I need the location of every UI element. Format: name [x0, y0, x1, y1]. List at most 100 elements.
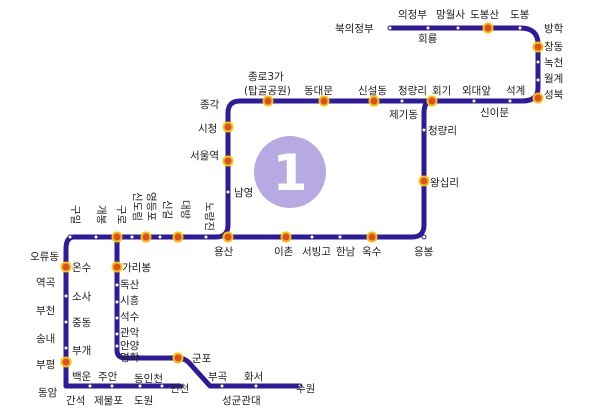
station-dot[interactable] — [114, 282, 120, 288]
station-dot[interactable] — [63, 345, 69, 351]
station-dot[interactable] — [399, 98, 405, 104]
station-label: 회기 — [432, 85, 451, 97]
station-label: 구일 — [69, 205, 82, 224]
station-dot[interactable] — [387, 25, 393, 31]
station-label: 부평 — [36, 359, 55, 371]
station-label: 청량리 — [428, 125, 457, 137]
station-dot[interactable] — [337, 234, 343, 240]
station-label: 온수 — [72, 262, 92, 274]
transfer-station[interactable] — [172, 352, 184, 364]
station-dot[interactable] — [253, 383, 259, 389]
station-dot[interactable] — [421, 127, 427, 133]
station-dot[interactable] — [425, 25, 431, 31]
station-label: 제물포 — [94, 395, 123, 407]
transfer-station[interactable] — [222, 231, 234, 243]
station-label: 대방 — [179, 200, 191, 220]
transfer-station[interactable] — [262, 95, 274, 107]
station-label: 노량진 — [203, 202, 215, 231]
transfer-station[interactable] — [111, 231, 123, 243]
station-dot[interactable] — [67, 234, 73, 240]
station-dot[interactable] — [137, 383, 143, 389]
transfer-station[interactable] — [60, 261, 72, 273]
station-dot[interactable] — [219, 383, 225, 389]
station-dot[interactable] — [129, 234, 135, 240]
station-label: 시청 — [198, 123, 217, 135]
transfer-station[interactable] — [368, 95, 380, 107]
station-dot[interactable] — [157, 234, 163, 240]
station-dot[interactable] — [455, 25, 461, 31]
station-dot[interactable] — [297, 383, 303, 389]
station-label: 동대문 — [304, 85, 333, 97]
transfer-station[interactable] — [60, 356, 72, 368]
transfer-station[interactable] — [532, 92, 544, 104]
station-label: 소사 — [72, 291, 92, 303]
transfer-station[interactable] — [426, 95, 438, 107]
station-label: 도원 — [134, 395, 153, 407]
station-dot[interactable] — [421, 234, 427, 240]
station-label: 의정부 — [398, 9, 427, 21]
station-dot[interactable] — [93, 234, 99, 240]
station-dot[interactable] — [517, 25, 523, 31]
station-label: 서울역 — [190, 150, 219, 162]
station-dot[interactable] — [203, 234, 209, 240]
station-label: 백운 — [72, 371, 92, 383]
transfer-station[interactable] — [280, 231, 292, 243]
station-label: (탑골공원) — [244, 85, 291, 97]
station-label: 이촌 — [274, 246, 294, 258]
transfer-station[interactable] — [222, 121, 234, 133]
transfer-station[interactable] — [318, 95, 330, 107]
station-label: 망월사 — [436, 9, 465, 21]
station-dot[interactable] — [114, 315, 120, 321]
station-label: 청량리 — [398, 85, 427, 97]
station-label: 화서 — [244, 371, 263, 383]
transfer-station[interactable] — [222, 155, 234, 167]
transfer-station[interactable] — [140, 231, 152, 243]
station-dot[interactable] — [114, 343, 120, 349]
station-label: 석계 — [506, 85, 525, 97]
station-dot[interactable] — [309, 234, 315, 240]
station-label: 제기동 — [389, 109, 418, 121]
station-dot[interactable] — [114, 299, 120, 305]
station-dot[interactable] — [535, 77, 541, 83]
station-label: 부개 — [72, 345, 91, 357]
station-label: 종로3가 — [248, 71, 284, 83]
station-label: 군포 — [192, 353, 212, 365]
station-label: 신길 — [161, 200, 174, 219]
station-label: 영등포 — [145, 192, 157, 221]
station-dot[interactable] — [471, 98, 477, 104]
line-badge: 1 — [254, 136, 326, 208]
station-dot[interactable] — [63, 293, 69, 299]
line-number: 1 — [273, 144, 308, 202]
transfer-station[interactable] — [532, 41, 544, 53]
transfer-stations — [60, 22, 544, 368]
station-label: 도봉산 — [470, 9, 499, 21]
station-label: 녹천 — [544, 57, 563, 69]
transfer-station[interactable] — [172, 231, 184, 243]
station-label: 서빙고 — [302, 246, 331, 258]
transfer-station[interactable] — [482, 22, 494, 34]
station-dot[interactable] — [159, 383, 165, 389]
transfer-station[interactable] — [418, 175, 430, 187]
station-dot[interactable] — [87, 383, 93, 389]
station-dot[interactable] — [109, 383, 115, 389]
line-badge-circle — [254, 136, 326, 208]
station-label: 동암 — [38, 387, 58, 399]
station-label: 안양 — [120, 340, 140, 352]
station-dot[interactable] — [63, 319, 69, 325]
station-dot[interactable] — [507, 98, 513, 104]
transfer-station[interactable] — [366, 231, 378, 243]
station-label: 독산 — [120, 279, 140, 291]
station-label: 송내 — [36, 333, 55, 345]
station-label: 도봉 — [510, 9, 530, 21]
station-dot[interactable] — [225, 189, 231, 195]
station-label: 성북 — [544, 89, 564, 101]
station-label: 구로 — [115, 205, 127, 225]
station-labels: 의정부 망월사 도봉산 도봉 북의정부 회룡 방학 창동 녹천 월계 성북 종각… — [30, 9, 564, 407]
transfer-station[interactable] — [111, 261, 123, 273]
station-label: 신설동 — [358, 85, 387, 97]
station-dot[interactable] — [535, 59, 541, 65]
station-dot[interactable] — [114, 331, 120, 337]
station-label: 오류동 — [30, 251, 59, 263]
station-label: 주안 — [98, 371, 118, 383]
station-label: 회룡 — [418, 33, 438, 45]
